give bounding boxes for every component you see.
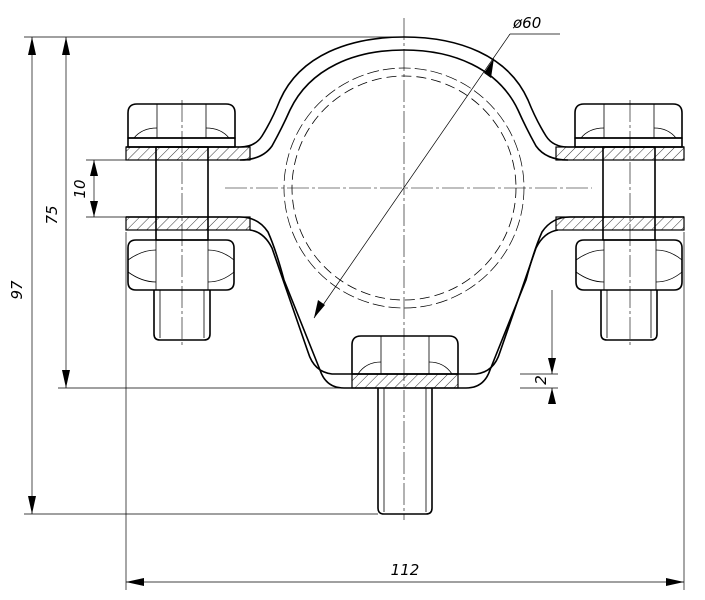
lower-left-flange [125, 216, 251, 231]
upper-strap [125, 36, 685, 161]
dimension-lines [24, 33, 685, 590]
dim-plate-gap: 10 [71, 179, 89, 198]
dim-clamp-height: 75 [43, 205, 61, 224]
left-bolt [127, 103, 236, 341]
lower-right-flange [555, 216, 685, 231]
dim-bottom-gap: 2 [532, 375, 550, 385]
dim-overall-width: 112 [391, 561, 420, 579]
bottom-bolt [351, 335, 459, 515]
pipe-outline [283, 67, 525, 309]
upper-right-flange [555, 146, 685, 161]
right-bolt [574, 103, 683, 341]
lower-strap [125, 216, 685, 389]
center-lines [181, 18, 631, 520]
dim-pipe-diameter: ø60 [512, 14, 541, 32]
bottom-plate [351, 373, 459, 389]
dim-overall-height: 97 [8, 280, 26, 300]
upper-left-flange [125, 146, 251, 161]
